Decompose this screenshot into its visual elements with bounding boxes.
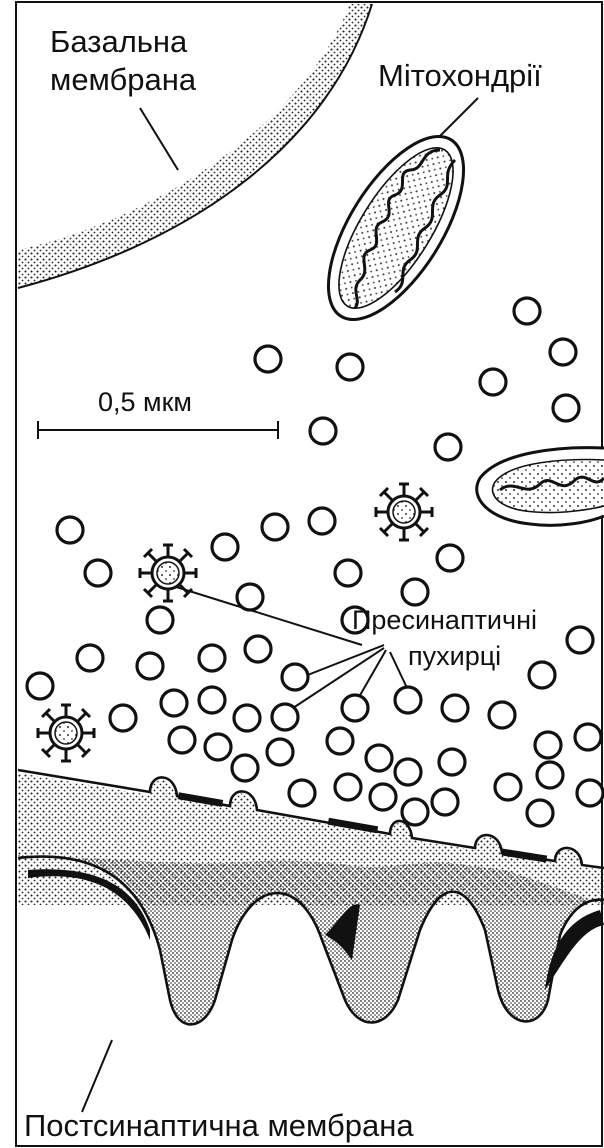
basal-membrane-label: Базальна мембрана — [50, 24, 197, 97]
scale-bar — [38, 421, 278, 439]
presynaptic-vesicles-label: Пресинаптичні пухирці — [352, 605, 545, 671]
postsynaptic-membrane — [18, 855, 604, 1024]
mitochondrion-right — [477, 448, 604, 526]
mitochondria-label: Мітохондрії — [378, 58, 542, 93]
postsynaptic-membrane-label: Постсинаптична мембрана — [24, 1108, 414, 1143]
vesicles — [27, 298, 603, 826]
scale-bar-label: 0,5 мкм — [98, 387, 192, 417]
mitochondrion-upper — [302, 115, 490, 340]
